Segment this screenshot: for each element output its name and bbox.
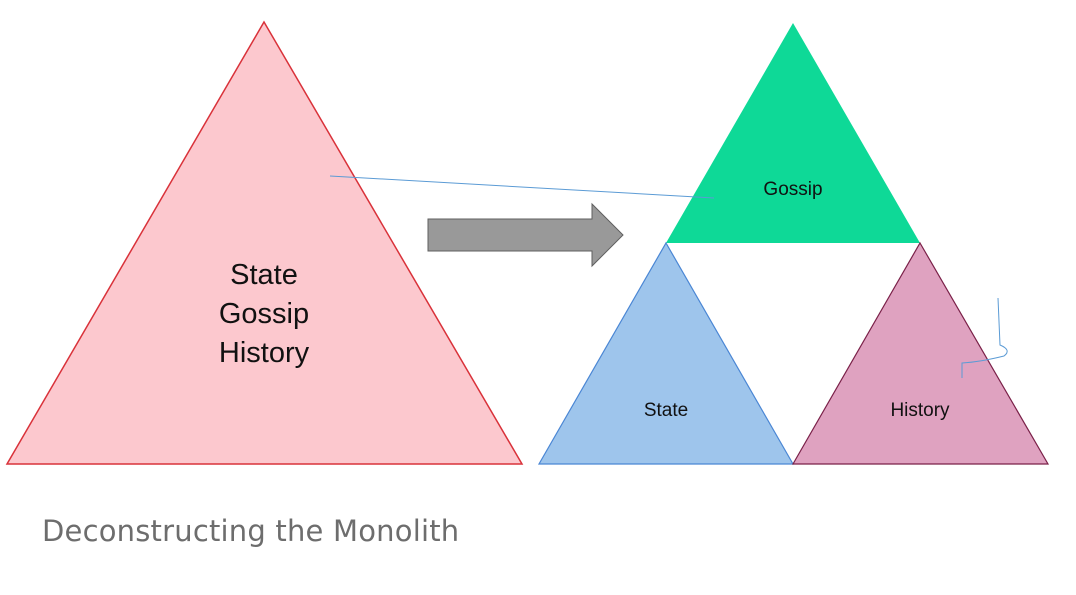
annotation-stroke-squiggle: [961, 297, 1008, 378]
transform-arrow-icon: [427, 202, 624, 268]
state-label: State: [644, 400, 688, 421]
monolith-label-history: History: [219, 337, 310, 369]
gossip-triangle: [666, 23, 920, 243]
slide-caption: Deconstructing the Monolith: [42, 514, 460, 548]
history-label: History: [890, 400, 950, 421]
history-triangle: [791, 241, 1050, 465]
monolith-triangle: [5, 20, 524, 465]
monolith-label-state: State: [230, 259, 298, 291]
gossip-label: Gossip: [763, 179, 822, 200]
annotation-stroke-line: [329, 175, 715, 199]
state-triangle: [537, 241, 795, 465]
monolith-label-gossip: Gossip: [219, 298, 309, 330]
